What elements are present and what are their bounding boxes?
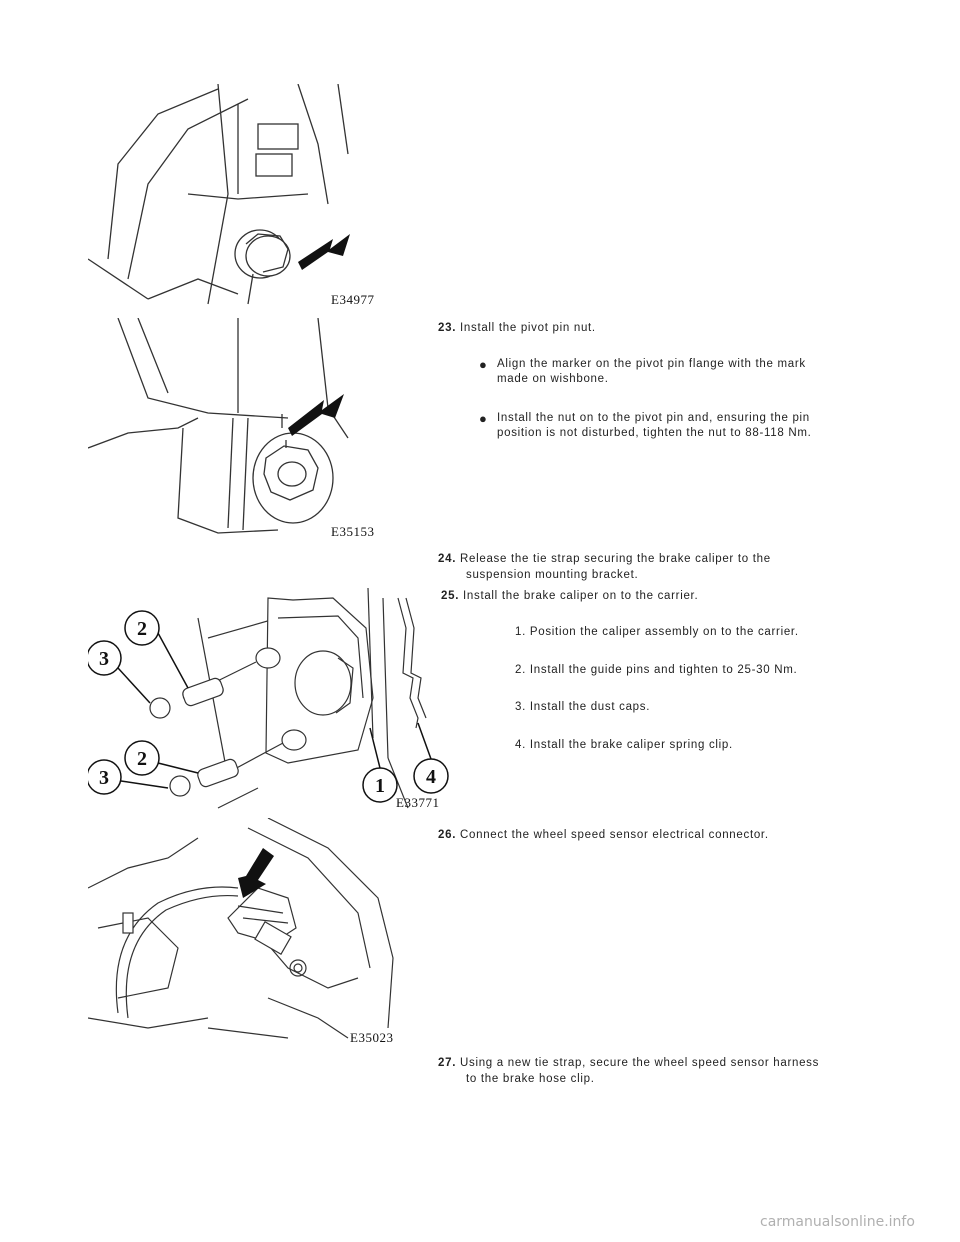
callout-2-lower: 2 (137, 748, 147, 770)
wheel-speed-sensor-illustration (88, 818, 394, 1039)
figure-code: E35153 (331, 524, 375, 539)
figure-code: E35023 (350, 1030, 394, 1045)
step-number: 24. (438, 553, 457, 565)
pivot-pin-illustration (88, 84, 350, 305)
step-number: 26. (438, 829, 457, 841)
step-23-bullet-1: ● Align the marker on the pivot pin flan… (479, 357, 877, 387)
bullet-text-line: position is not disturbed, tighten the n… (497, 427, 812, 439)
brake-caliper-illustration: 2 3 2 3 1 4 (88, 587, 449, 809)
step-23-bullet-2: ● Install the nut on to the pivot pin an… (479, 411, 877, 441)
figure-wheel-speed-sensor: E35023 (88, 818, 408, 1048)
callout-1: 1 (375, 775, 385, 797)
step-26: 26. Connect the wheel speed sensor elect… (438, 827, 769, 843)
step-25-sub-4: 4. Install the brake caliper spring clip… (515, 739, 733, 751)
step-25-sub-3: 3. Install the dust caps. (515, 701, 651, 713)
step-text-continued: suspension mounting bracket. (466, 569, 639, 581)
figure-pivot-pin: E34977 (88, 84, 388, 309)
figure-code: E33771 (396, 795, 440, 810)
callout-2-upper: 2 (137, 618, 147, 640)
step-27: 27. Using a new tie strap, secure the wh… (438, 1055, 819, 1087)
step-25-sub-1: 1. Position the caliper assembly on to t… (515, 626, 799, 638)
step-text: Install the pivot pin nut. (460, 322, 596, 334)
watermark: carmanualsonline.info (760, 1214, 915, 1230)
figure-pivot-pin-nut: E35153 (88, 318, 388, 543)
bullet-icon: ● (479, 357, 488, 372)
step-text: Connect the wheel speed sensor electrica… (460, 829, 769, 841)
figure-code: E34977 (331, 292, 375, 307)
bullet-text-line: made on wishbone. (497, 373, 609, 385)
step-number: 23. (438, 322, 457, 334)
callout-3-lower: 3 (99, 767, 109, 789)
step-number: 27. (438, 1057, 457, 1069)
pivot-pin-nut-illustration (88, 318, 349, 534)
step-text: Release the tie strap securing the brake… (460, 553, 771, 565)
step-24: 24. Release the tie strap securing the b… (438, 551, 771, 583)
step-25-sub-2: 2. Install the guide pins and tighten to… (515, 664, 798, 676)
callout-3-upper: 3 (99, 648, 109, 670)
callout-4: 4 (426, 766, 436, 788)
figure-brake-caliper: 2 3 2 3 1 4 E33771 (88, 578, 453, 813)
step-text-continued: to the brake hose clip. (466, 1073, 595, 1085)
bullet-text-line: Align the marker on the pivot pin flange… (497, 358, 806, 370)
step-text: Using a new tie strap, secure the wheel … (460, 1057, 820, 1069)
step-text: Install the brake caliper on to the carr… (463, 590, 699, 602)
bullet-icon: ● (479, 411, 488, 426)
step-25: 25. Install the brake caliper on to the … (441, 588, 698, 604)
step-number: 25. (441, 590, 460, 602)
step-23: 23. Install the pivot pin nut. (438, 320, 596, 336)
bullet-text-line: Install the nut on to the pivot pin and,… (497, 412, 810, 424)
